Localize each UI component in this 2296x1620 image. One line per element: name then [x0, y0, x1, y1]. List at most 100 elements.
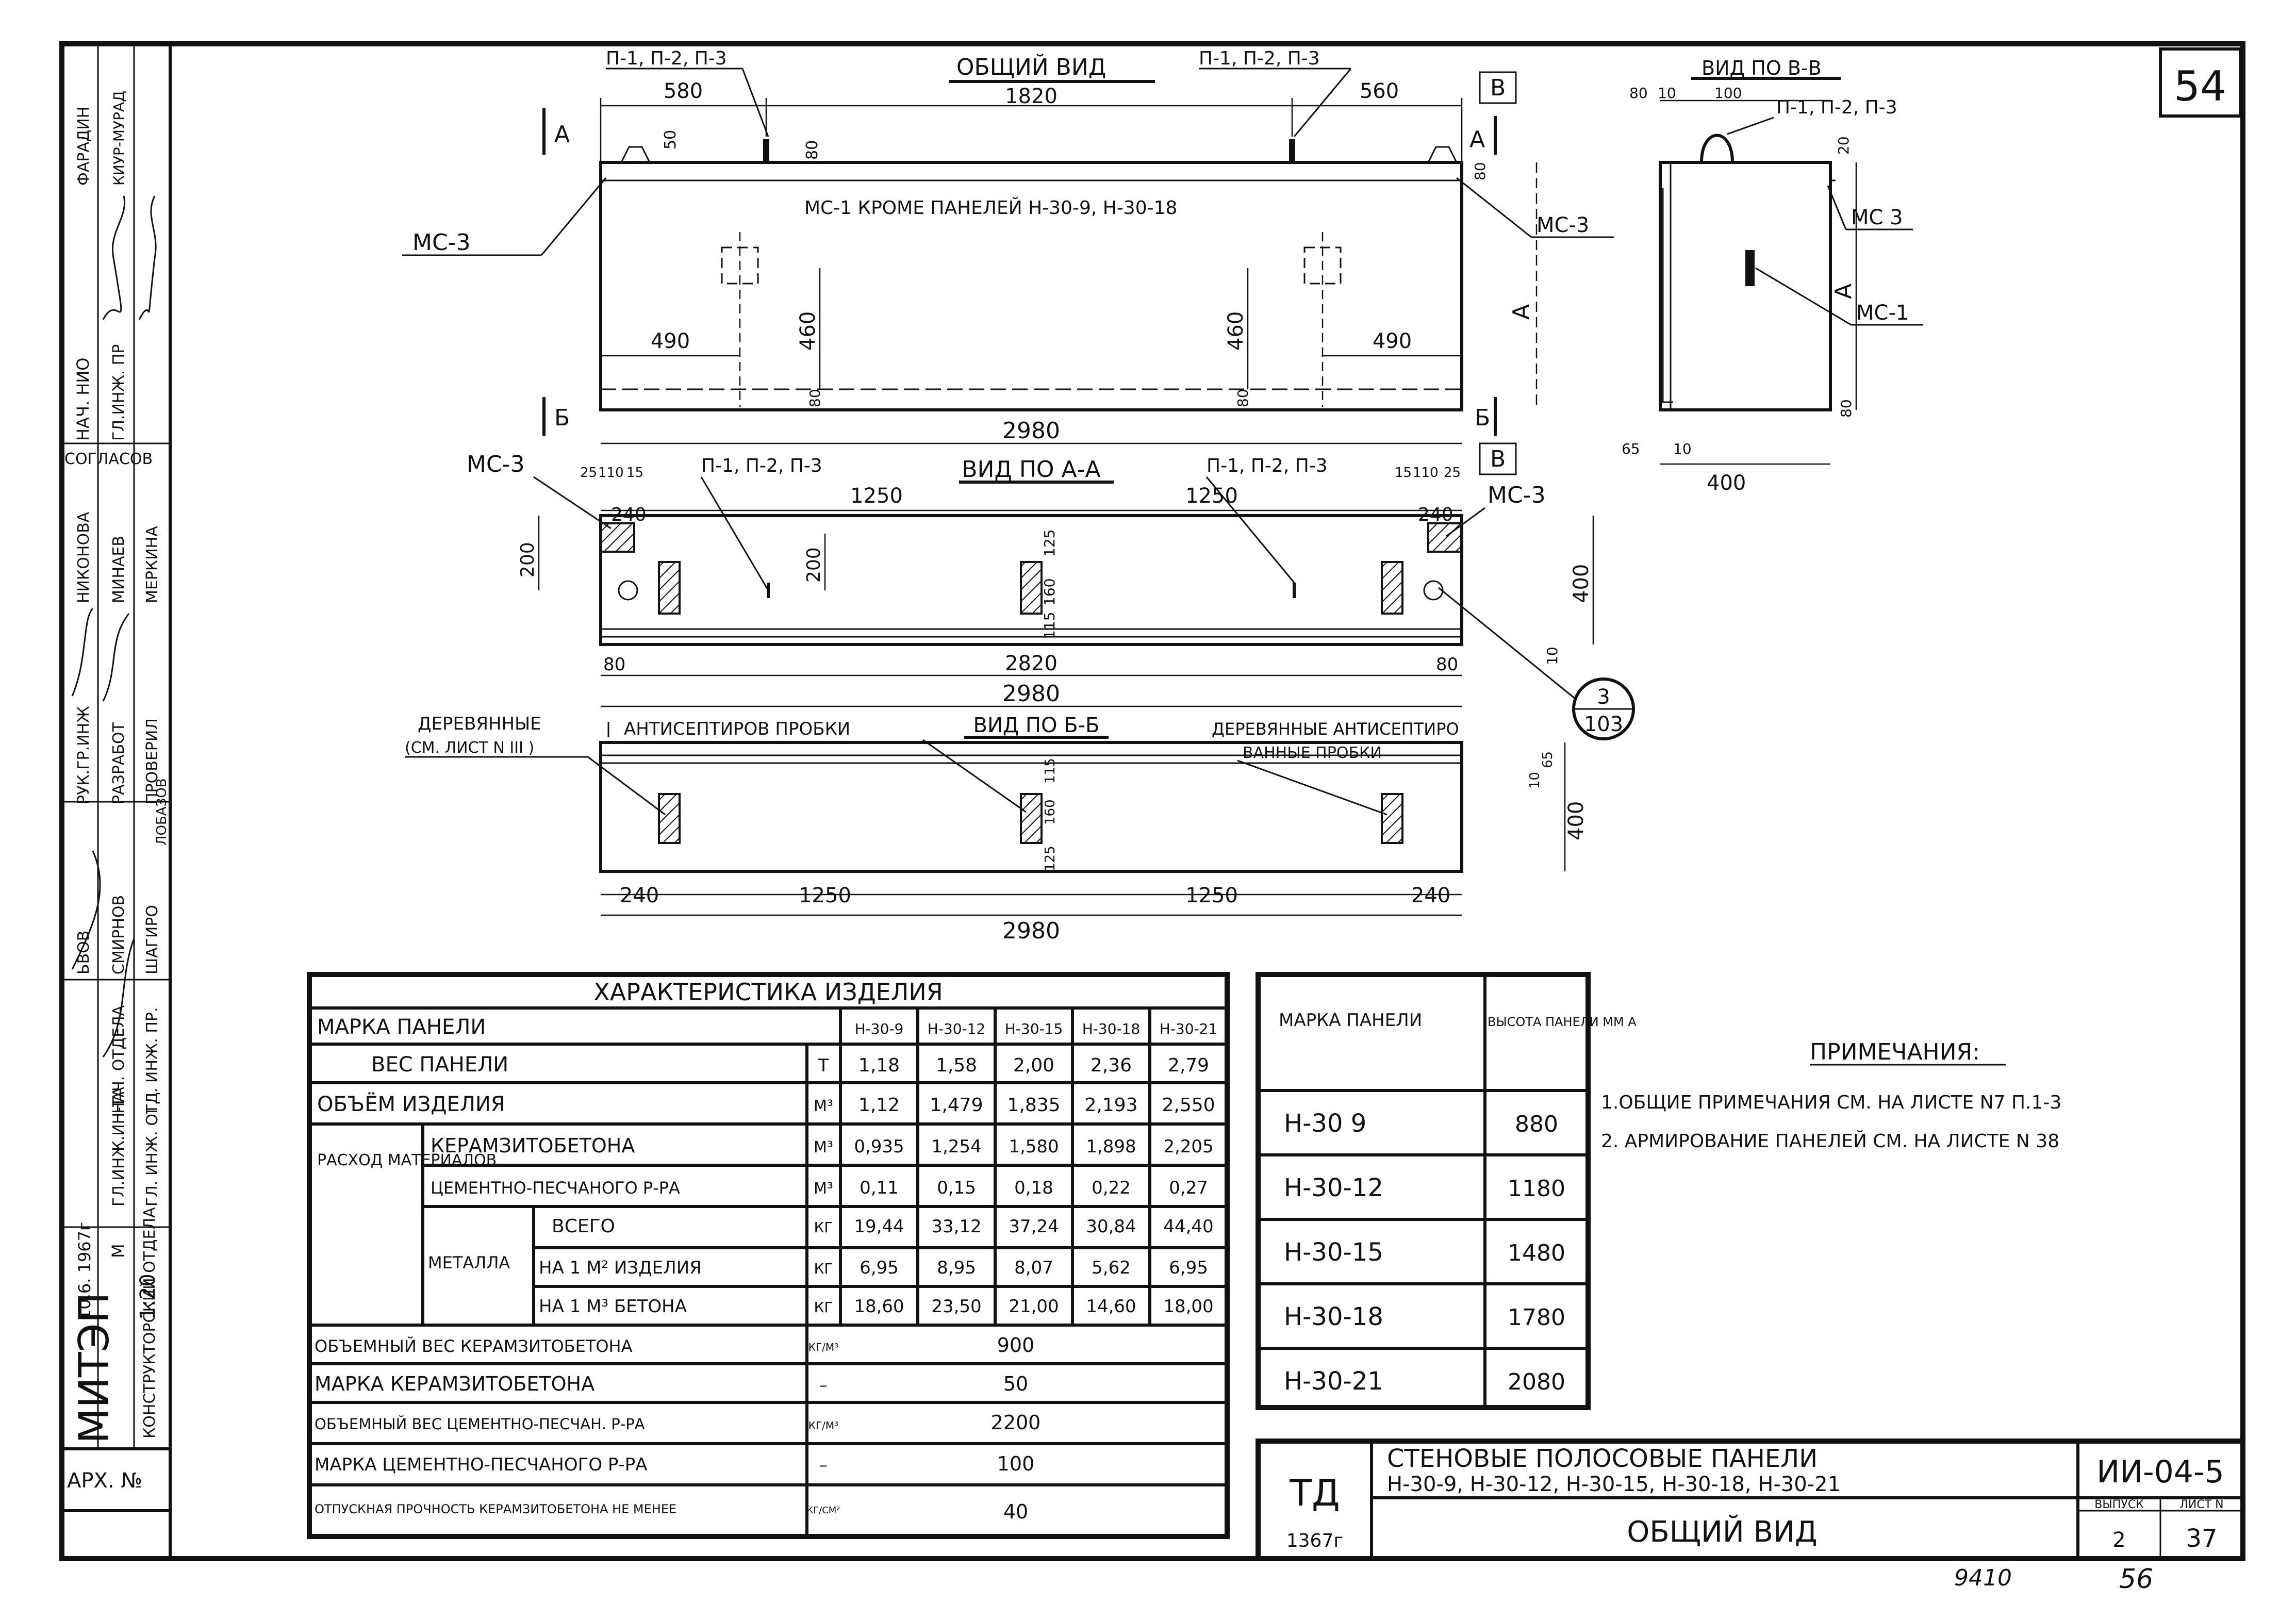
signature-2	[138, 195, 157, 320]
mark-col-5: Н-30-21	[1160, 1020, 1218, 1037]
stamp-name-1: ЬВОВ	[75, 931, 93, 974]
dim-2820: 2820	[1005, 652, 1058, 675]
dim-490-left: 490	[651, 329, 690, 353]
height-row4-mark: Н-30-18	[1284, 1302, 1383, 1331]
ms3-plate-right	[1427, 522, 1463, 553]
handwritten-right: 56	[2119, 1564, 2153, 1595]
row-weight-v1: 1,18	[858, 1055, 900, 1076]
metal-total-v2: 33,12	[931, 1216, 981, 1237]
stamp-name-10: КИУР-МУРАД	[110, 91, 127, 186]
summary-2-unit: –	[820, 1377, 828, 1395]
height-col2: ВЫСОТА ПАНЕЛИ ММ А	[1488, 1015, 1637, 1029]
dim-160-aa: 160	[1041, 578, 1058, 606]
height-row5-mark: Н-30-21	[1284, 1367, 1383, 1396]
label-ms1-vv: МС-1	[1856, 301, 1909, 325]
characteristics-table: ХАРАКТЕРИСТИКА ИЗДЕЛИЯ МАРКА ПАНЕЛИ Н-30…	[307, 972, 1230, 1539]
dim-15-left: 15	[626, 465, 643, 481]
dim-15-right: 15	[1395, 465, 1412, 481]
wood-left-1: ДЕРЕВЯННЫЕ	[418, 714, 541, 734]
row-weight-v3: 2,00	[1013, 1055, 1054, 1076]
label-p123-top-right: П-1, П-2, П-3	[1199, 48, 1320, 69]
label-p123-vv: П-1, П-2, П-3	[1776, 97, 1897, 118]
view-vv-title: ВИД ПО В-В	[1702, 57, 1822, 79]
handwritten-left: 9410	[1954, 1565, 2012, 1591]
dim-80-vv-bottom: 80	[1838, 399, 1855, 418]
loop-aa-left	[618, 580, 638, 601]
metal-per-m3-v4: 14,60	[1086, 1296, 1136, 1317]
dim-160-bb: 160	[1043, 799, 1058, 825]
dim-1820: 1820	[1005, 85, 1058, 108]
label-ms1-note: МС-1 КРОМЕ ПАНЕЛЕЙ Н-30-9, Н-30-18	[804, 197, 1177, 219]
summary-3-value: 2200	[991, 1411, 1041, 1434]
general-view-title: ОБЩИЙ ВИД	[956, 53, 1106, 80]
summary-4-label: МАРКА ЦЕМЕНТНО-ПЕСЧАНОГО Р-РА	[315, 1454, 647, 1475]
wood-right-2: ВАННЫЕ ПРОБКИ	[1243, 744, 1382, 762]
sheet-number-box	[2159, 47, 2242, 118]
stamp-name-4: ЛОБАЗОВ	[154, 778, 170, 846]
height-row1-val: 880	[1515, 1111, 1558, 1137]
metal-per-m3-v3: 21,00	[1009, 1296, 1059, 1317]
label-ms3-vv: МС 3	[1851, 206, 1903, 229]
panel-bottom-bb	[599, 741, 1463, 873]
section-v-bottom: В	[1490, 446, 1506, 472]
dim-10-bb: 10	[1527, 772, 1543, 789]
note-2: 2. АРМИРОВАНИЕ ПАНЕЛЕЙ СМ. НА ЛИСТЕ N 38	[1601, 1130, 2059, 1152]
dim-1250-bb-right: 1250	[1185, 884, 1238, 907]
label-p123-aa-right: П-1, П-2, П-3	[1207, 455, 1328, 476]
view-aa: ВИД ПО А-А 1250 1250 25 110 15 240 15 11…	[467, 451, 1635, 740]
mat-mortar-unit: М³	[814, 1180, 833, 1198]
notes: ПРИМЕЧАНИЯ: 1.ОБЩИЕ ПРИМЕЧАНИЯ СМ. НА ЛИ…	[1601, 1039, 2061, 1152]
marks-label: МАРКА ПАНЕЛИ	[317, 1015, 486, 1039]
title-series: ТД	[1289, 1472, 1340, 1514]
height-row2-mark: Н-30-12	[1284, 1173, 1383, 1202]
summary-3-unit: КГ/М³	[808, 1419, 838, 1432]
dim-580-left: 580	[664, 79, 703, 103]
dim-a-vv: А	[1830, 284, 1857, 299]
dim-240-aa-right: 240	[1418, 504, 1453, 525]
row-volume-v4: 2,193	[1084, 1095, 1137, 1116]
metal-total-unit: КГ	[814, 1219, 833, 1236]
metal-per-m3-v2: 23,50	[931, 1296, 981, 1317]
row-volume-label: ОБЪЁМ ИЗДЕЛИЯ	[317, 1092, 505, 1116]
title-sheet-label: ЛИСТ N	[2179, 1498, 2223, 1511]
mat-mortar-v1: 0,11	[860, 1178, 899, 1198]
height-row4-val: 1780	[1508, 1304, 1565, 1331]
left-stamp: ГЛ.ИНЖ.ИН-ТА НАЧ. ОТДЕЛА ГЛ. ИНЖ. ОТД ГЛ…	[62, 44, 170, 1512]
section-b-left: Б	[554, 405, 570, 431]
mark-col-4: Н-30-18	[1082, 1020, 1141, 1037]
summary-4-value: 100	[997, 1452, 1035, 1475]
title-issue: 2	[2112, 1528, 2125, 1552]
height-row3-mark: Н-30-15	[1284, 1238, 1383, 1267]
metal-total-label: ВСЕГО	[552, 1216, 615, 1237]
height-row2-val: 1180	[1508, 1176, 1565, 1202]
dim-110-left: 110	[598, 465, 624, 481]
title-sheet: 37	[2186, 1524, 2217, 1553]
title-line-3: ОБЩИЙ ВИД	[1627, 1515, 1817, 1549]
dim-80-bottom-left: 80	[806, 389, 823, 407]
stamp-role-6: РАЗРАБОТ	[110, 722, 128, 804]
stamp-name-9: ФАРАДИН	[75, 107, 93, 186]
plug-aa-1	[658, 561, 681, 615]
loop-aa-right	[1423, 580, 1444, 601]
stamp-org: МИТЭП	[70, 1292, 118, 1444]
metal-per-m2-v3: 8,07	[1014, 1258, 1053, 1278]
dim-80-bottom-right: 80	[1234, 389, 1251, 407]
dim-50: 50	[662, 130, 680, 150]
dim-80-vv: 80	[1629, 85, 1648, 102]
dim-10-vv: 10	[1658, 85, 1676, 102]
dim-2980-aa: 2980	[1002, 681, 1060, 707]
plug-bb-3	[1381, 793, 1403, 844]
dim-25-right: 25	[1444, 465, 1461, 481]
section-a-right: А	[1469, 126, 1485, 153]
section-b-right: Б	[1475, 405, 1490, 431]
title-line-1: СТЕНОВЫЕ ПОЛОСОВЫЕ ПАНЕЛИ	[1387, 1444, 1818, 1473]
dim-460-right: 460	[1224, 311, 1248, 351]
label-ms3-right: МС-3	[1537, 213, 1589, 237]
title-line-2: Н-30-9, Н-30-12, Н-30-15, Н-30-18, Н-30-…	[1387, 1473, 1841, 1496]
height-table: МАРКА ПАНЕЛИ ВЫСОТА ПАНЕЛИ ММ А Н-30 9 8…	[1256, 972, 1637, 1410]
height-row1-mark: Н-30 9	[1284, 1109, 1366, 1138]
summary-2-value: 50	[1003, 1373, 1028, 1395]
dim-400-vv: 400	[1707, 471, 1746, 495]
summary-5-label: ОТПУСКНАЯ ПРОЧНОСТЬ КЕРАМЗИТОБЕТОНА НЕ М…	[315, 1502, 676, 1516]
stamp-role-4: ГЛ. ИНЖ. ПР.	[143, 1007, 161, 1114]
